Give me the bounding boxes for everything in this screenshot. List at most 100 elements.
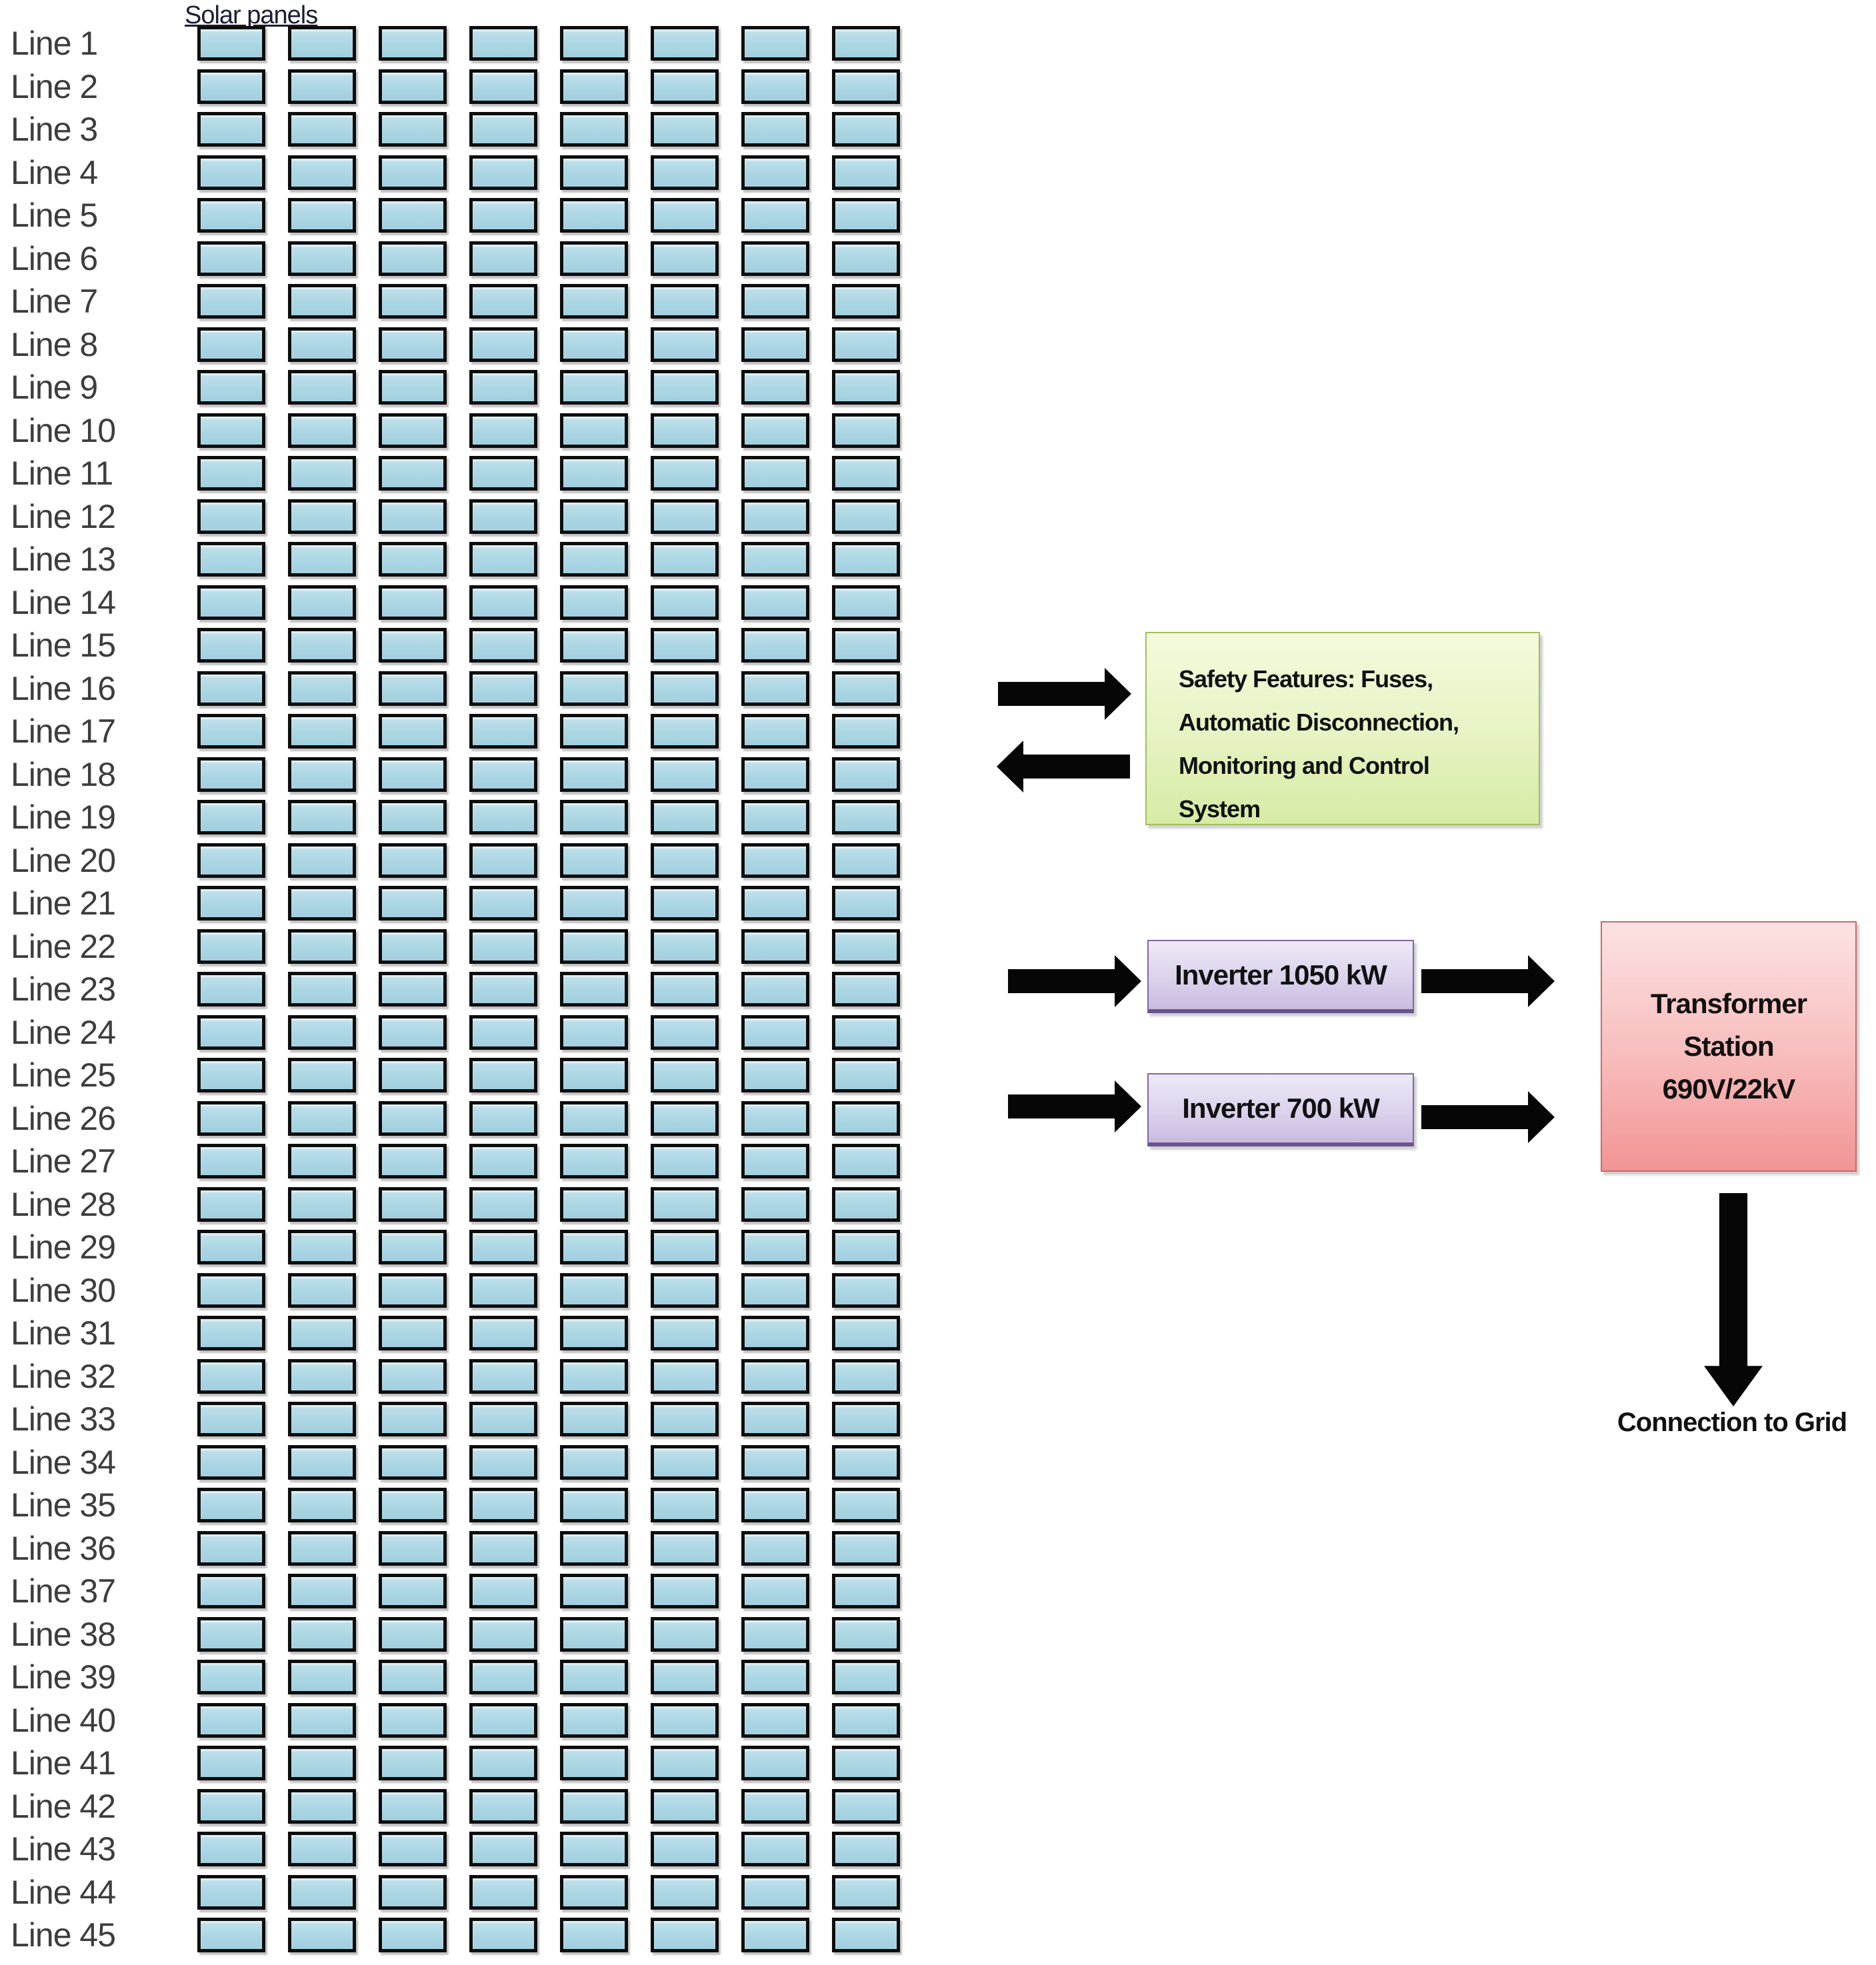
- solar-panel: [469, 1918, 537, 1952]
- solar-panel: [651, 1660, 719, 1694]
- solar-panel: [469, 1100, 537, 1136]
- solar-panel: [651, 886, 719, 921]
- solar-panel: [469, 1444, 537, 1480]
- solar-panel: [379, 1788, 447, 1824]
- solar-panel: [741, 1186, 809, 1222]
- solar-panel: [379, 800, 447, 835]
- solar-panel: [379, 585, 447, 620]
- solar-panel: [197, 800, 265, 835]
- solar-panel: [288, 1874, 356, 1910]
- solar-panel: [560, 1014, 628, 1050]
- solar-panel: [560, 1488, 628, 1522]
- solar-panel: [288, 1272, 356, 1308]
- solar-panel: [651, 1488, 719, 1522]
- arrow-transformer-to-grid-icon: [1704, 1193, 1763, 1406]
- solar-panel: [288, 1918, 356, 1952]
- safety-features-text-line: Monitoring and Control: [1179, 752, 1430, 779]
- solar-panel: [560, 456, 628, 491]
- solar-panel: [379, 69, 447, 104]
- solar-panel: [197, 112, 265, 147]
- solar-panel: [832, 241, 900, 276]
- solar-panel: [288, 929, 356, 964]
- solar-panel: [832, 1616, 900, 1652]
- panel-line-label: Line 33: [11, 1400, 116, 1438]
- solar-panel: [832, 26, 900, 61]
- solar-panel: [832, 542, 900, 577]
- solar-panel: [651, 1874, 719, 1910]
- solar-panel: [379, 1402, 447, 1436]
- solar-panel: [469, 929, 537, 964]
- solar-panel: [560, 155, 628, 190]
- solar-panel: [741, 1358, 809, 1394]
- solar-panel: [560, 843, 628, 878]
- solar-panel: [288, 972, 356, 1006]
- panel-line-label: Line 26: [11, 1099, 116, 1137]
- solar-panel: [741, 370, 809, 405]
- solar-panel: [651, 327, 719, 362]
- solar-panel: [741, 198, 809, 233]
- solar-panel: [197, 69, 265, 104]
- solar-panel: [741, 1444, 809, 1480]
- solar-panel: [741, 1746, 809, 1780]
- solar-panel: [832, 1530, 900, 1566]
- solar-panel: [560, 1918, 628, 1952]
- solar-panel: [832, 1058, 900, 1092]
- solar-panel: [560, 972, 628, 1006]
- solar-panel: [288, 585, 356, 620]
- solar-panel: [288, 800, 356, 835]
- solar-panel: [741, 671, 809, 706]
- safety-features-text-line: Safety Features: Fuses,: [1179, 665, 1433, 693]
- panel-line-label: Line 42: [11, 1787, 116, 1825]
- solar-panel: [560, 585, 628, 620]
- panel-line-label: Line 15: [11, 627, 116, 664]
- transformer-text-line: 690V/22kV: [1662, 1073, 1796, 1104]
- solar-panel: [560, 1788, 628, 1824]
- solar-panel: [379, 1616, 447, 1652]
- panel-line-label: Line 18: [11, 755, 116, 793]
- panel-line-label: Line 45: [11, 1916, 116, 1954]
- panel-line-row: Line 35: [0, 1484, 920, 1526]
- solar-panel: [741, 499, 809, 534]
- solar-panel: [651, 1058, 719, 1092]
- solar-panel: [469, 1144, 537, 1178]
- solar-panel: [832, 370, 900, 405]
- solar-panel: [288, 1788, 356, 1824]
- solar-panel: [469, 1186, 537, 1222]
- solar-panel: [288, 1488, 356, 1522]
- panel-line-label: Line 38: [11, 1615, 116, 1653]
- solar-panel: [379, 370, 447, 405]
- solar-panel: [288, 241, 356, 276]
- panel-line-row: Line 5: [0, 194, 920, 237]
- solar-panel: [560, 112, 628, 147]
- solar-panel: [560, 1444, 628, 1480]
- solar-panel: [832, 1702, 900, 1738]
- solar-panel: [560, 1746, 628, 1780]
- solar-panel: [741, 1402, 809, 1436]
- panel-line-row: Line 10: [0, 409, 920, 452]
- arrow-panels-to-inverter-700-icon: [1008, 1080, 1141, 1132]
- solar-panel: [379, 1230, 447, 1264]
- solar-panel: [469, 1574, 537, 1608]
- solar-panel: [197, 1746, 265, 1780]
- panel-line-label: Line 16: [11, 669, 116, 707]
- solar-panel: [288, 112, 356, 147]
- solar-panel: [288, 1660, 356, 1694]
- solar-panel: [379, 1918, 447, 1952]
- solar-panel: [560, 757, 628, 792]
- solar-panel: [469, 671, 537, 706]
- solar-panel: [832, 1014, 900, 1050]
- solar-panel: [832, 1230, 900, 1264]
- solar-panel: [832, 198, 900, 233]
- solar-panel: [469, 155, 537, 190]
- solar-panel: [741, 800, 809, 835]
- panel-line-row: Line 38: [0, 1613, 920, 1656]
- solar-panel: [379, 241, 447, 276]
- solar-panel: [288, 327, 356, 362]
- solar-panel: [469, 886, 537, 921]
- solar-panel: [651, 671, 719, 706]
- solar-panel: [560, 1402, 628, 1436]
- solar-panel: [741, 929, 809, 964]
- solar-panel: [288, 499, 356, 534]
- arrow-safety-to-panels-icon: [997, 741, 1130, 793]
- solar-panel: [197, 1660, 265, 1694]
